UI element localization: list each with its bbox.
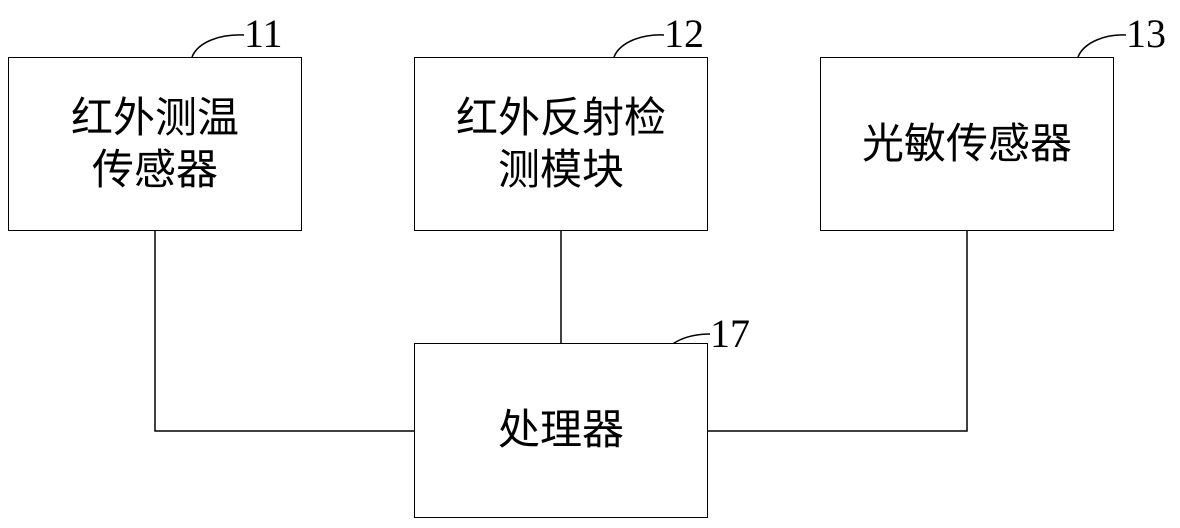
leader-12 xyxy=(614,35,664,57)
node-13-line-1: 光敏传感器 xyxy=(862,118,1072,171)
node-12-line-2: 测模块 xyxy=(456,144,666,197)
edge-11-17 xyxy=(155,231,414,431)
ref-label-13: 13 xyxy=(1126,14,1166,54)
node-11-line-1: 红外测温 xyxy=(71,92,239,145)
node-11-line-2: 传感器 xyxy=(71,144,239,197)
node-17-line-1: 处理器 xyxy=(498,404,624,457)
node-processor: 处理器 xyxy=(414,343,708,518)
ref-label-12: 12 xyxy=(664,14,704,54)
node-infrared-temperature-sensor: 红外测温 传感器 xyxy=(8,57,302,231)
leader-11 xyxy=(192,35,244,57)
node-photosensitive-sensor: 光敏传感器 xyxy=(820,57,1114,231)
ref-label-17: 17 xyxy=(710,314,750,354)
ref-label-11: 11 xyxy=(244,14,283,54)
node-infrared-reflection-module: 红外反射检 测模块 xyxy=(414,57,708,231)
node-12-line-1: 红外反射检 xyxy=(456,92,666,145)
leader-13 xyxy=(1078,35,1126,57)
